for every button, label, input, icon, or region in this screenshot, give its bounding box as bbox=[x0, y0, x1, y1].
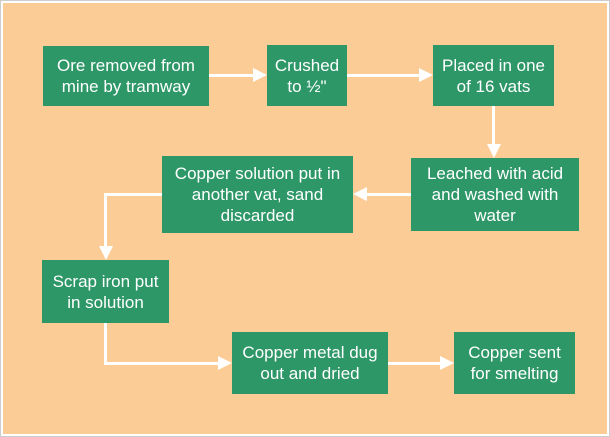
arrow-solution-to-scrap-arrowhead-icon bbox=[99, 246, 113, 260]
node-leached: Leached with acid and washed with water bbox=[411, 158, 579, 231]
arrow-vats-to-leached-line bbox=[492, 106, 495, 144]
arrow-ore-to-crushed-arrowhead-icon bbox=[253, 68, 267, 82]
arrow-metal-to-smelting-arrowhead-icon bbox=[440, 356, 454, 370]
node-crushed-label: Crushed to ½" bbox=[274, 55, 340, 96]
arrow-ore-to-crushed-line bbox=[209, 74, 253, 77]
node-placed-in-vats: Placed in one of 16 vats bbox=[433, 45, 554, 106]
node-copper-metal: Copper metal dug out and dried bbox=[232, 332, 388, 394]
node-copper-solution-label: Copper solution put in another vat, sand… bbox=[174, 164, 341, 225]
arrow-crushed-to-vats-line bbox=[347, 74, 419, 77]
node-crushed: Crushed to ½" bbox=[267, 45, 347, 106]
node-ore-removed: Ore removed from mine by tramway bbox=[43, 46, 209, 106]
arrow-solution-to-scrap-vline bbox=[104, 193, 107, 246]
arrow-scrap-to-metal-hline bbox=[104, 362, 218, 365]
arrow-crushed-to-vats-arrowhead-icon bbox=[419, 68, 433, 82]
node-ore-removed-label: Ore removed from mine by tramway bbox=[57, 56, 195, 96]
node-leached-label: Leached with acid and washed with water bbox=[426, 164, 564, 225]
arrow-vats-to-leached-arrowhead-icon bbox=[487, 144, 501, 158]
node-copper-smelting-label: Copper sent for smelting bbox=[468, 343, 561, 383]
node-copper-metal-label: Copper metal dug out and dried bbox=[242, 343, 378, 383]
node-scrap-iron-label: Scrap iron put in solution bbox=[52, 271, 159, 312]
arrow-metal-to-smelting-line bbox=[388, 362, 440, 365]
arrow-leached-to-solution-arrowhead-icon bbox=[353, 187, 367, 201]
node-scrap-iron: Scrap iron put in solution bbox=[42, 260, 169, 323]
node-copper-solution: Copper solution put in another vat, sand… bbox=[162, 156, 353, 233]
arrow-scrap-to-metal-vline bbox=[104, 323, 107, 365]
arrow-solution-to-scrap-hline bbox=[104, 193, 162, 196]
arrow-leached-to-solution-line bbox=[367, 193, 411, 196]
node-copper-smelting: Copper sent for smelting bbox=[454, 332, 575, 394]
arrow-scrap-to-metal-arrowhead-icon bbox=[218, 356, 232, 370]
node-placed-in-vats-label: Placed in one of 16 vats bbox=[441, 55, 546, 96]
